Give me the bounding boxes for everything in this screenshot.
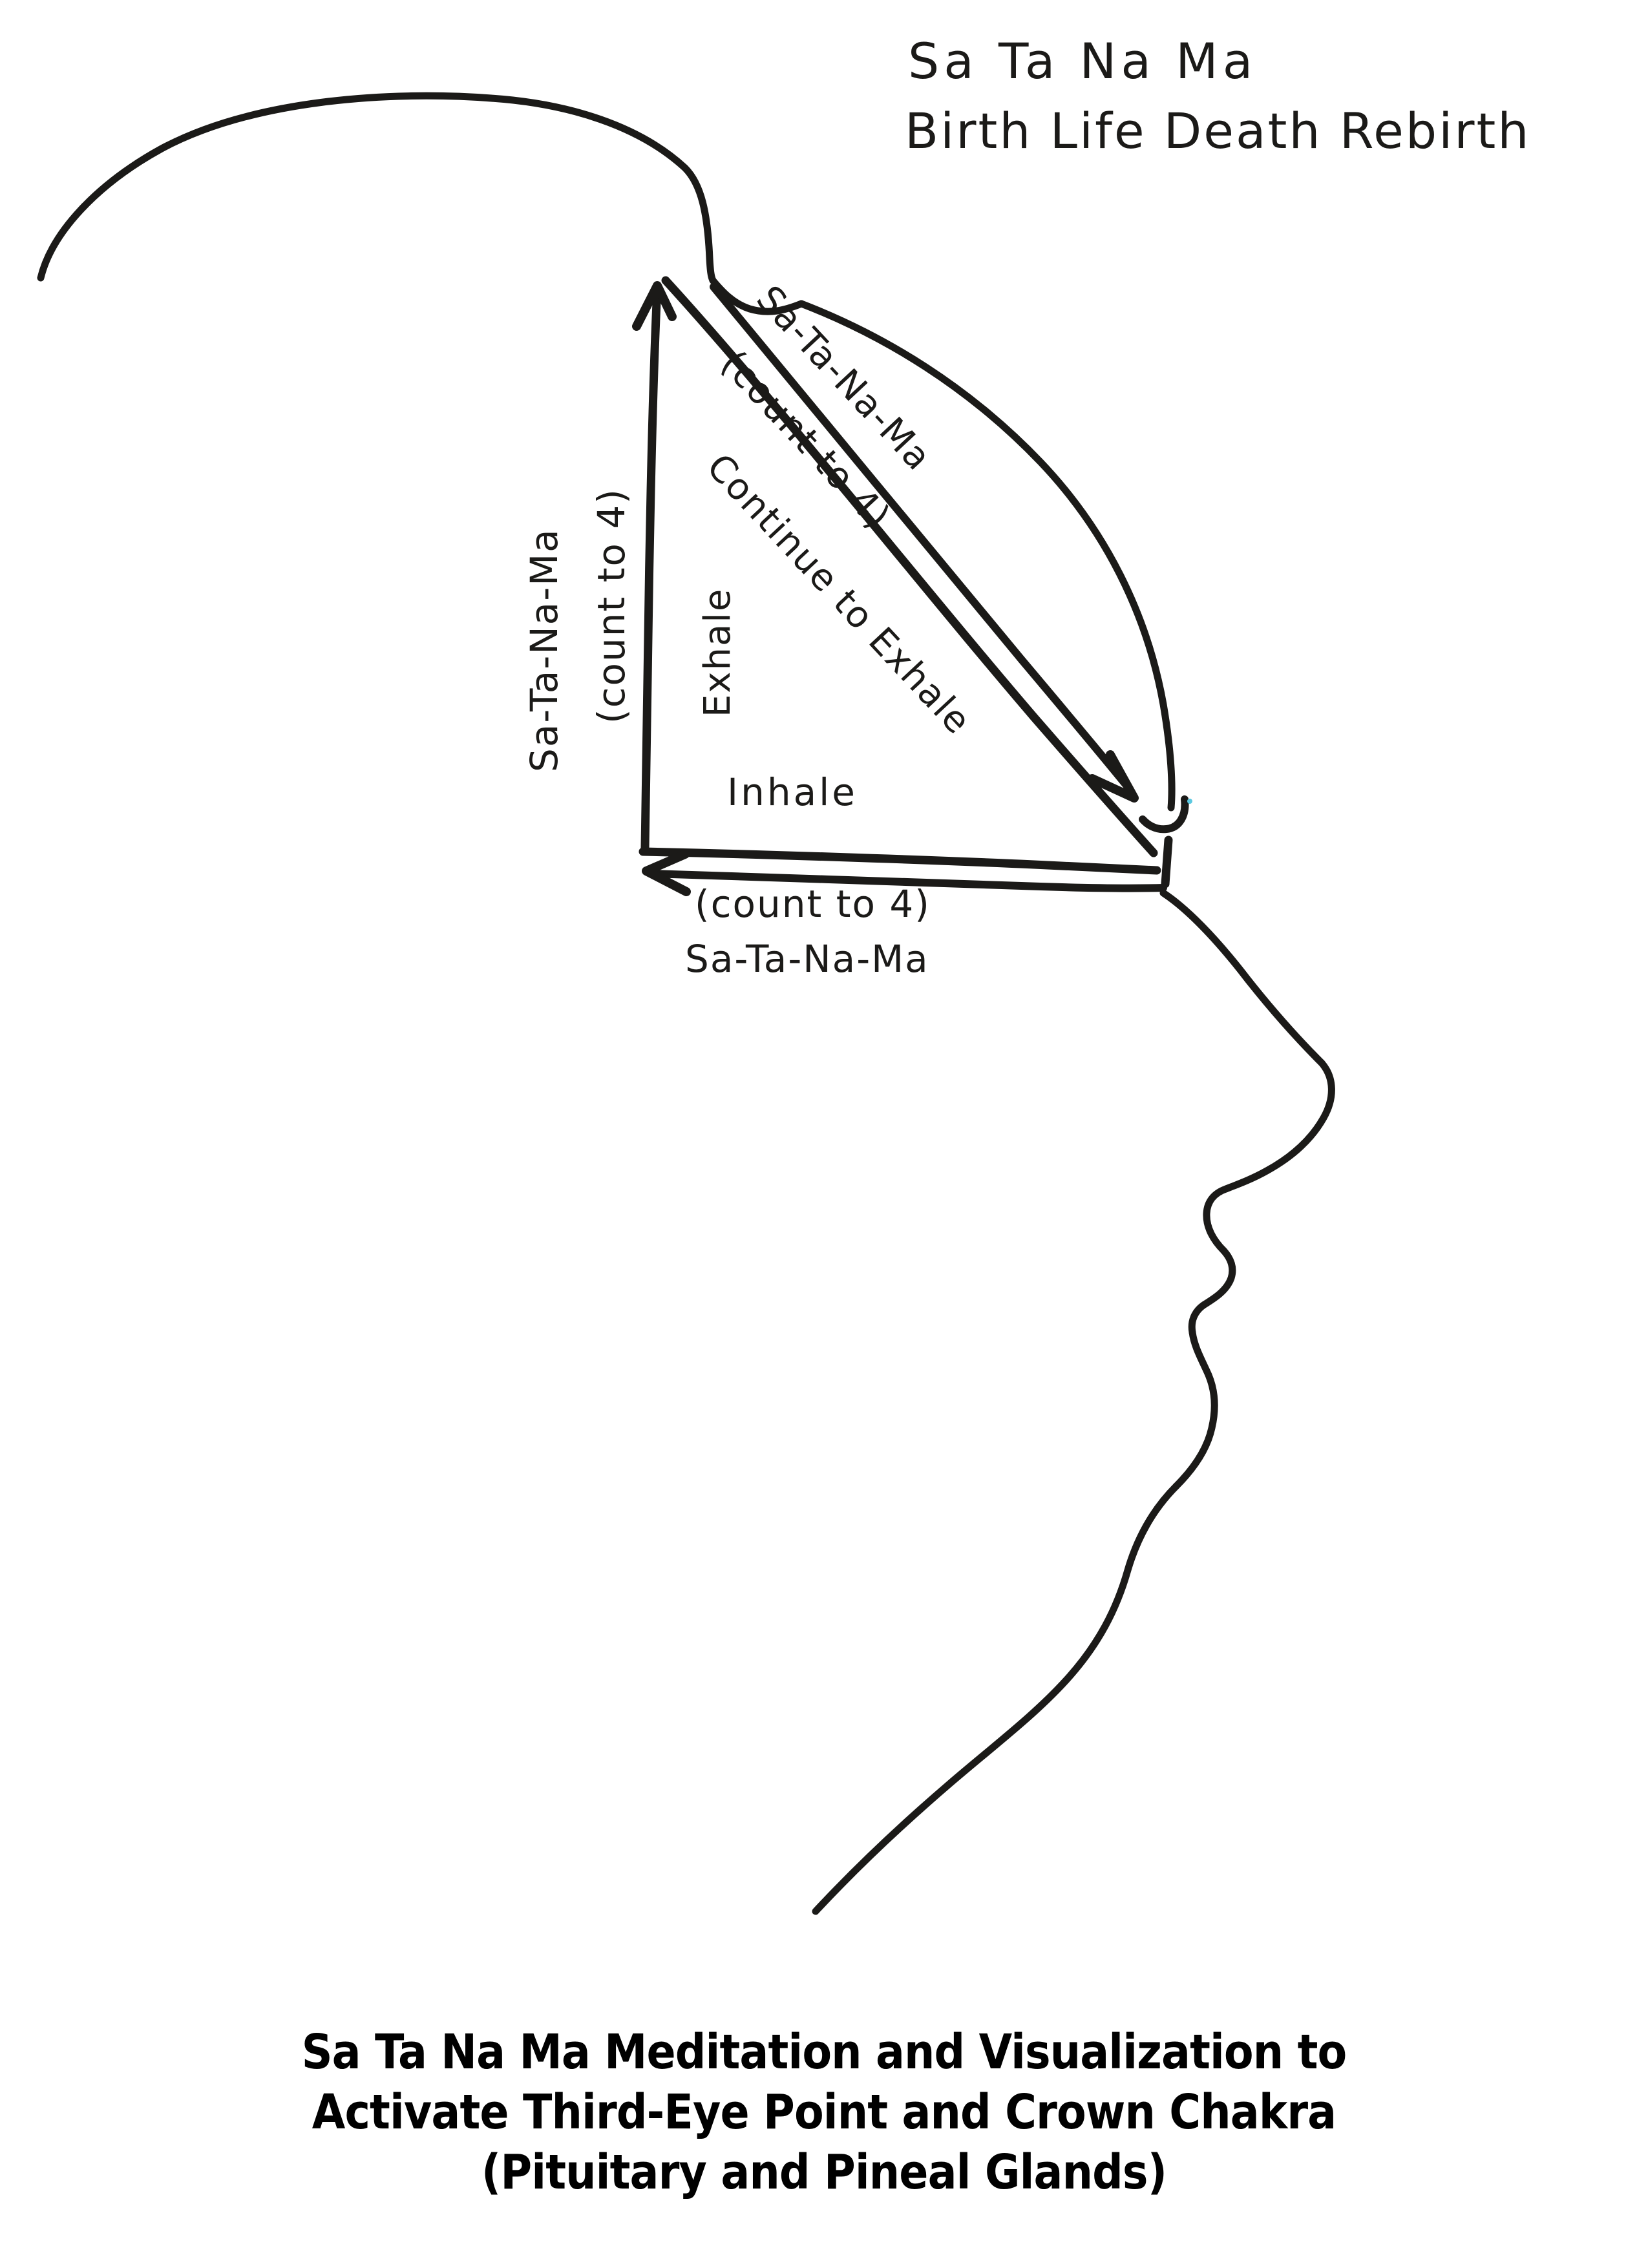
upper-lip-notch (1203, 1185, 1230, 1254)
inhale-arrowhead (642, 850, 691, 896)
skull-right-curve (798, 300, 1176, 812)
caption-line-1: Sa Ta Na Ma Meditation and Visualization… (301, 2024, 1347, 2080)
chin-outline (1172, 1328, 1218, 1490)
diagonal-upper-line (661, 276, 1158, 857)
left-count-label: (count to 4) (589, 488, 633, 724)
diagonal-lower-line (710, 283, 1132, 791)
diagonal-arrowhead (1088, 750, 1139, 803)
caption-line-3: (Pituitary and Pineal Glands) (481, 2145, 1167, 2201)
inhale-bottom-line (649, 870, 1167, 892)
title-line-2: Birth Life Death Rebirth (905, 102, 1531, 160)
inhale-label: Inhale (727, 770, 858, 814)
left-mantra-label: Sa-Ta-Na-Ma (522, 528, 566, 772)
jaw-neck-outline (812, 1482, 1180, 1915)
caption-line-2: Activate Third-Eye Point and Crown Chakr… (312, 2084, 1336, 2141)
exhale-vertical-line (640, 284, 662, 852)
exhale-arrowhead (632, 281, 677, 331)
bottom-count-label: (count to 4) (695, 882, 931, 926)
ear-hook-mark (1139, 795, 1189, 834)
title-line-1: Sa Ta Na Ma (908, 32, 1258, 90)
skull-temple-notch (709, 277, 805, 315)
skull-crown-outline (37, 92, 717, 284)
inhale-top-line (639, 847, 1161, 875)
lips-outline (1188, 1246, 1236, 1336)
nose-outline (1222, 1059, 1335, 1193)
exhale-label: Exhale (697, 587, 739, 717)
bottom-mantra-label: Sa-Ta-Na-Ma (685, 937, 929, 981)
ear-tick-mark (1161, 835, 1173, 888)
ink-speck (1187, 799, 1192, 804)
figure-caption: Sa Ta Na Ma Meditation and Visualization… (83, 2022, 1566, 2203)
forehead-outline (1159, 889, 1326, 1067)
